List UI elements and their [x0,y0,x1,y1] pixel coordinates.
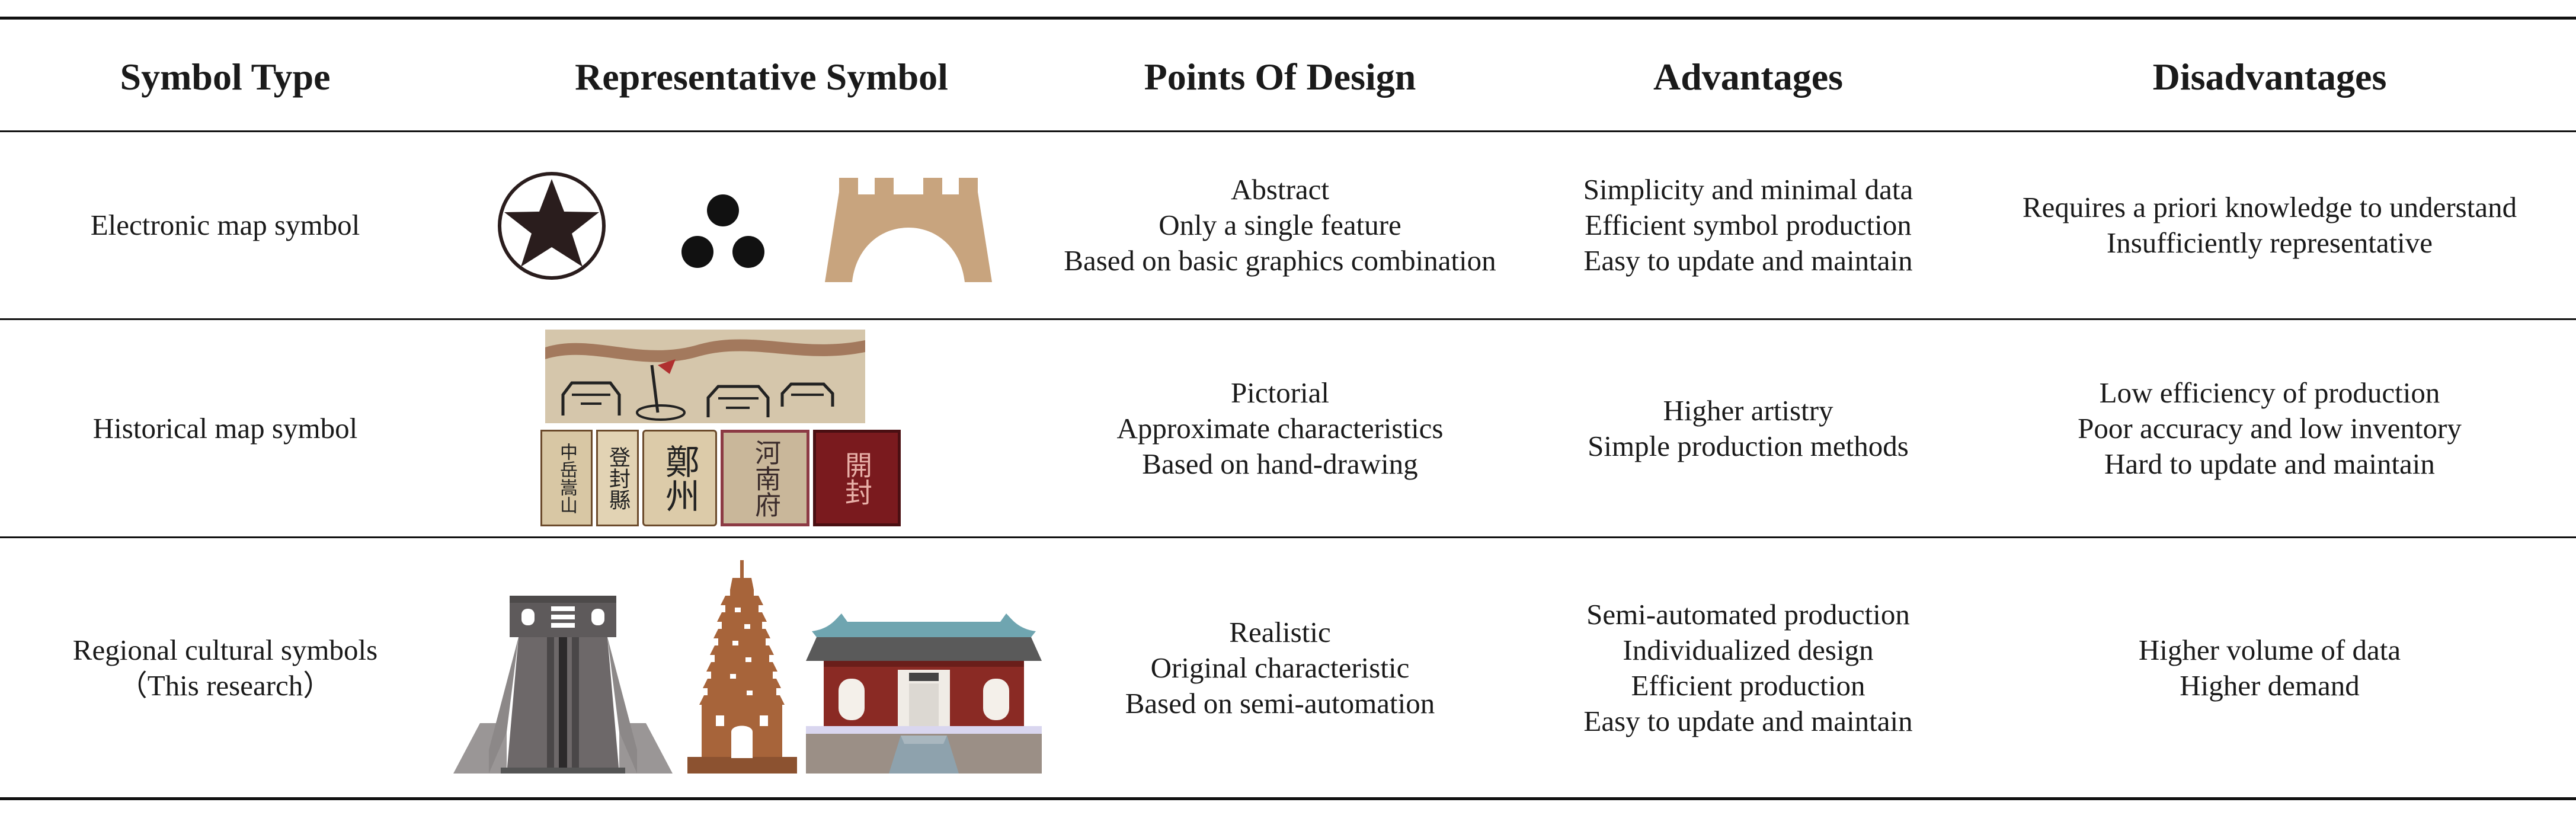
row1-type: Electronic map symbol [90,209,360,241]
row2-rule [0,536,2576,538]
seal-zhongyue: 中岳嵩山 [540,430,593,526]
header-rule [0,130,2576,132]
row1-disadvantages: Requires a priori knowledge to understan… [2022,191,2517,259]
header-points-of-design: Points Of Design [1144,56,1416,98]
seal-henan: 河南府 [721,430,809,526]
seal-zhengzhou: 鄭州 [642,430,717,526]
seal-dengfeng: 登封縣 [596,430,639,526]
header-representative-symbol: Representative Symbol [575,56,948,98]
header-symbol-type: Symbol Type [120,56,331,98]
row3-type: Regional cultural symbols（This research） [72,633,378,702]
temple-hall-icon [806,613,1042,774]
top-rule [0,17,2576,20]
seal-kaifeng: 開封 [813,430,901,526]
row2-type: Historical map symbol [92,411,358,445]
bottom-rule [0,797,2576,800]
star-circle-icon [498,172,606,280]
header-advantages: Advantages [1653,56,1844,98]
row1-rule [0,318,2576,320]
observatory-tower-icon [453,596,673,774]
bridge-gate-icon [825,178,992,282]
pagoda-icon [687,560,797,774]
three-dots-icon [681,194,764,268]
historical-seal-row: 中岳嵩山 登封縣 鄭州 河南府 開封 [540,430,901,526]
historical-map-excerpt-icon [545,330,865,423]
header-disadvantages: Disadvantages [2152,56,2387,98]
